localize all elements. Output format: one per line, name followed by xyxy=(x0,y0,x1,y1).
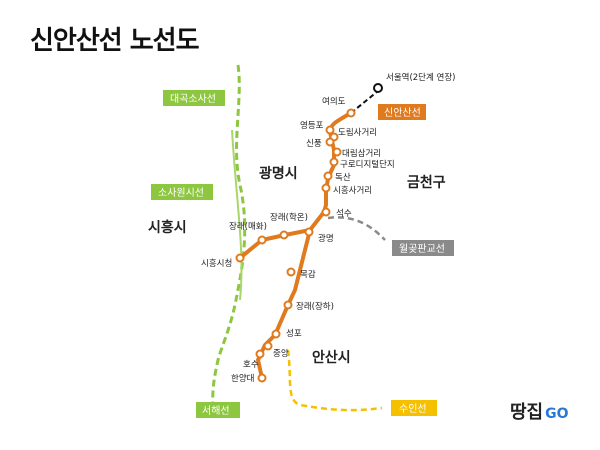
region-geumcheon: 금천구 xyxy=(407,175,446,191)
station-label-guro: 구로디지털단지 xyxy=(340,159,395,170)
station-label-siheung-cityhall: 시흥시청 xyxy=(201,258,232,269)
badge-wolgot-pangyo: 월곶판교선 xyxy=(392,240,454,256)
station-marker xyxy=(325,125,335,135)
svg-text:서해선: 서해선 xyxy=(202,404,230,417)
station-label-jungang: 중앙 xyxy=(273,348,289,359)
badge-sosa-wonsi: 소사원시선 xyxy=(151,184,213,200)
station-marker xyxy=(304,227,314,237)
svg-text:대곡소사선: 대곡소사선 xyxy=(170,93,216,105)
page-title: 신안산선 노선도 xyxy=(30,26,199,56)
station-marker xyxy=(257,373,267,383)
station-label-daerim: 대림삼거리 xyxy=(342,148,381,159)
badge-shinansan: 신안산선 xyxy=(378,104,426,120)
station-label-yeongdeungpo: 영등포 xyxy=(300,120,324,131)
station-label-dorim: 도림사거리 xyxy=(338,127,377,138)
region-ansan: 안산시 xyxy=(312,349,351,366)
station-marker xyxy=(323,171,333,181)
badge-suin: 수인선 xyxy=(391,400,437,416)
svg-text:월곶판교선: 월곶판교선 xyxy=(399,243,445,255)
badge-seohae: 서해선 xyxy=(196,402,240,418)
station-marker xyxy=(329,157,339,167)
station-label-jangha: 장래(장하) xyxy=(296,301,334,312)
station-marker xyxy=(271,329,281,339)
station-marker xyxy=(332,147,342,157)
seohae-line xyxy=(211,64,247,409)
seoul-extension-line xyxy=(350,90,379,114)
station-label-hanyang: 한양대 xyxy=(231,373,254,384)
station-marker xyxy=(346,108,356,118)
station-marker xyxy=(373,83,383,93)
region-siheung: 시흥시 xyxy=(148,219,187,236)
svg-text:수인선: 수인선 xyxy=(399,403,427,415)
seohae-line-solid xyxy=(231,129,243,301)
station-marker xyxy=(321,183,331,193)
station-marker xyxy=(255,349,265,359)
station-label-haggon: 장래(학온) xyxy=(270,212,308,223)
wolgot-pangyo-line xyxy=(327,216,386,241)
station-marker xyxy=(283,300,293,310)
station-marker xyxy=(279,230,289,240)
region-gwangmyeong: 광명시 xyxy=(259,165,298,182)
svg-text:소사원시선: 소사원시선 xyxy=(158,187,204,199)
station-marker xyxy=(286,267,296,277)
station-marker xyxy=(325,137,335,147)
suin-line xyxy=(286,349,383,412)
station-label-siheung-sageori: 시흥사거리 xyxy=(333,185,372,196)
station-marker xyxy=(321,207,331,217)
station-label-hosu: 호수 xyxy=(243,360,259,370)
station-marker xyxy=(263,341,273,351)
station-label-doksan: 독산 xyxy=(335,172,351,183)
shinansan-branch-line xyxy=(238,228,311,260)
station-label-gwangmyeong: 광명 xyxy=(318,233,334,244)
station-marker xyxy=(257,235,267,245)
station-label-yeouido: 여의도 xyxy=(322,96,346,107)
station-label-seongpo: 성포 xyxy=(286,329,302,339)
station-label-maehwa: 장래(매화) xyxy=(229,221,267,232)
station-label-seoksu: 석수 xyxy=(336,208,352,219)
station-marker xyxy=(235,253,245,263)
station-label-mokgam: 목감 xyxy=(300,269,316,280)
station-label-sinpung: 신풍 xyxy=(306,139,322,149)
svg-text:신안산선: 신안산선 xyxy=(384,107,421,119)
badge-daegok-sosa: 대곡소사선 xyxy=(163,90,225,106)
station-label-seoul: 서울역(2단계 연장) xyxy=(386,72,455,83)
